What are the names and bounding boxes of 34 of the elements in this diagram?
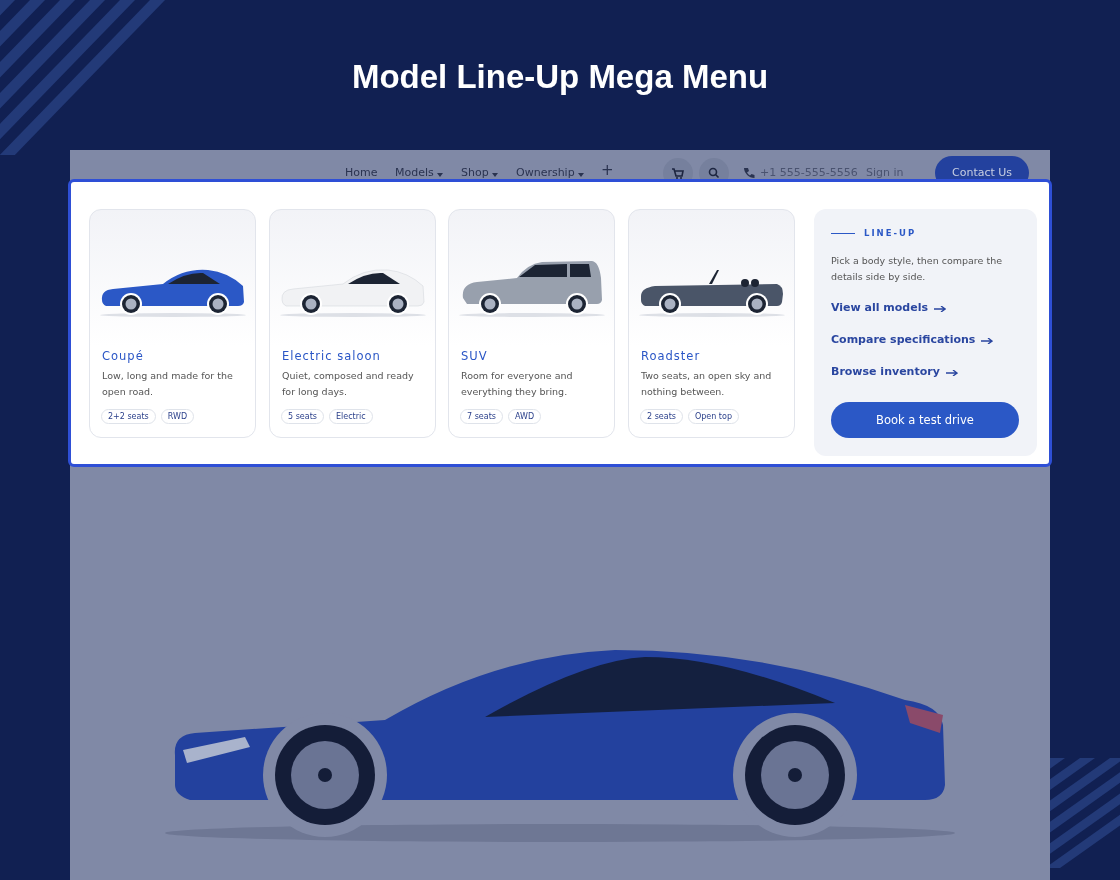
primary-button: Book a test drive [831,402,1019,438]
spec-tag: 7 seats [460,409,503,424]
spec-tag: 5 seats [281,409,324,424]
nav-link: Shop [461,166,498,179]
spec-tag: Open top [687,409,739,424]
plus-icon-label: + [601,161,614,179]
card-title: SUV [461,349,488,363]
model-card [89,209,256,438]
arrow-link: Browse inventory [831,365,958,378]
nav-link: Home [345,166,378,179]
card-title: Coupé [102,349,144,363]
spec-tag: RWD [160,409,195,424]
model-card [269,209,436,438]
spec-tag: 2 seats [640,409,683,424]
model-card [448,209,615,438]
nav-link: Models [395,166,443,179]
info-panel [814,209,1037,456]
card-title: Electric saloon [282,349,381,363]
arrow-link: View all models [831,301,946,314]
card-description: Two seats, an open sky and nothing between. [641,369,773,399]
card-description: Room for everyone and everything they bring. [461,369,574,399]
card-description: Low, long and made for the open road. [102,369,234,399]
spec-tag: Electric [328,409,373,424]
nav-link: Ownership [516,166,584,179]
model-card [628,209,795,438]
dropdown-panel [68,179,1052,467]
intro-text: Pick a body style, then compare the details side by side. [831,254,1003,284]
spec-tag: 2+2 seats [101,409,156,424]
page-title: Model Line-Up Mega Menu [350,58,770,96]
arrow-link: Compare specifications [831,333,994,346]
eyebrow-label: LINE-UP [864,228,917,238]
card-description: Quiet, composed and ready for long days. [282,369,415,399]
card-title: Roadster [641,349,701,363]
spec-tag: AWD [507,409,542,424]
